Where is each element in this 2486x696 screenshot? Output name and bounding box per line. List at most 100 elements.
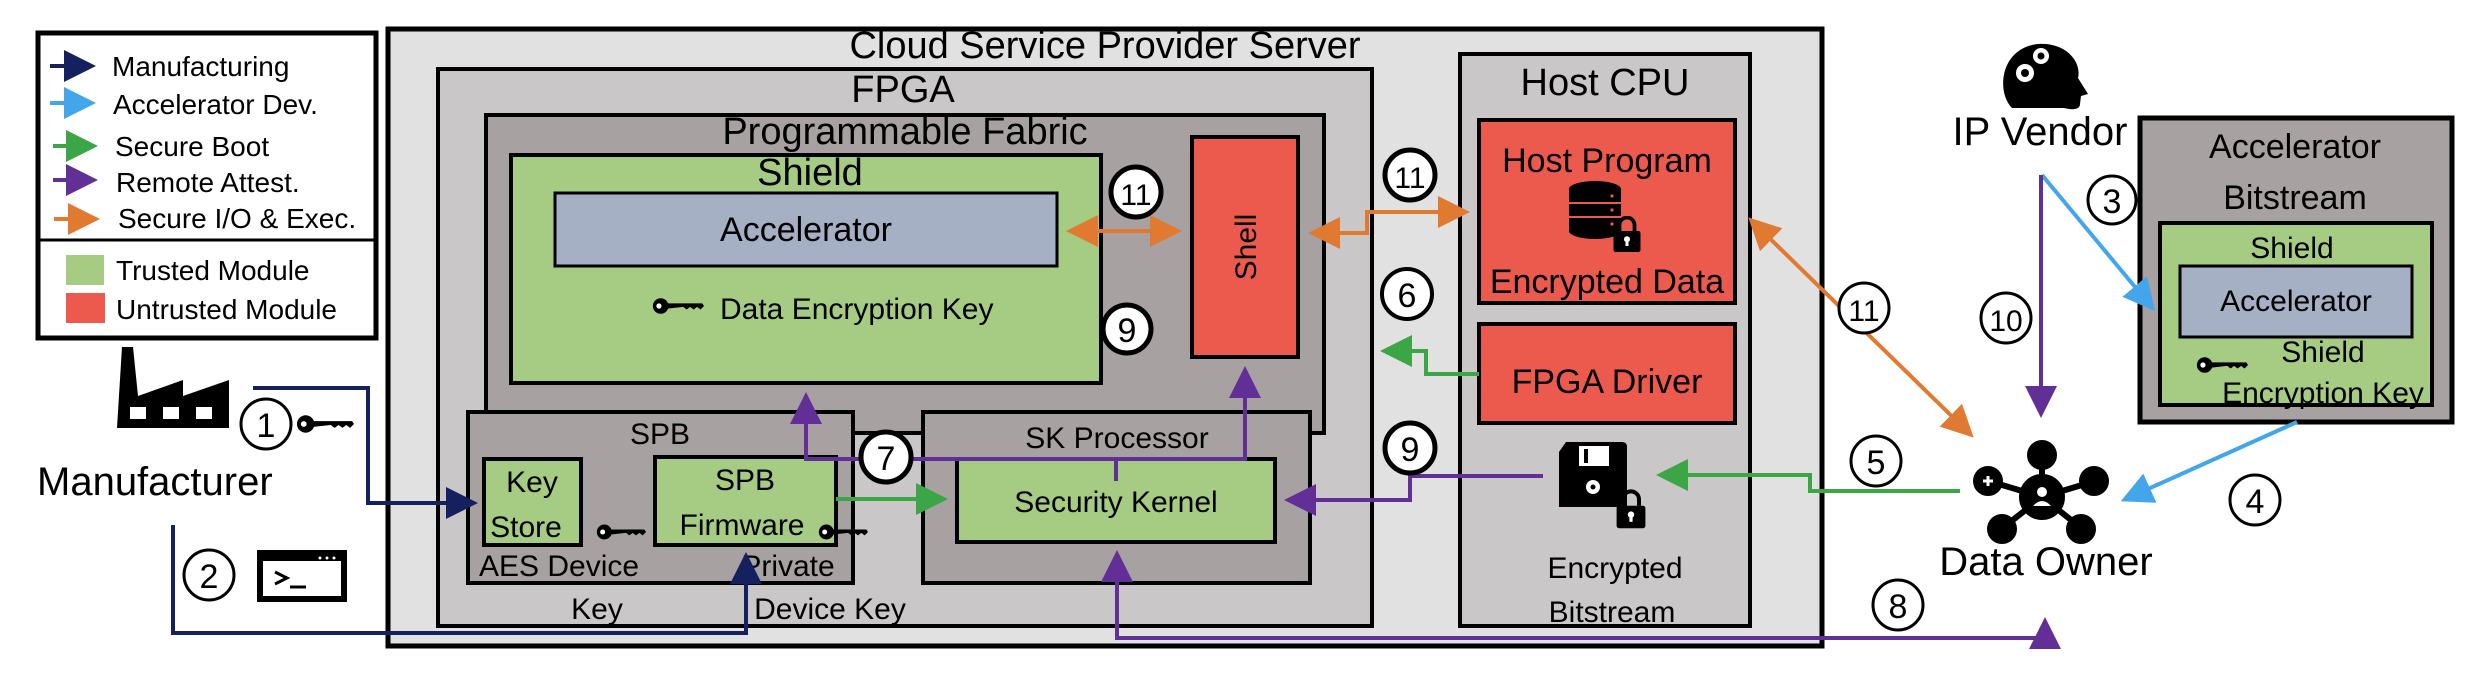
step-number: 9 <box>1118 312 1137 350</box>
step-circle <box>1100 302 1154 356</box>
fpga: FPGA Programmable Fabric Shield Accelera… <box>436 67 1374 628</box>
legend: Manufacturing Accelerator Dev. Secure Bo… <box>35 30 379 341</box>
step-circle <box>2086 174 2138 226</box>
step-11-host: 11 <box>1382 147 1438 203</box>
accelerator-box <box>553 191 1059 268</box>
step-10: 10 <box>1979 291 2033 345</box>
step-7: 7 <box>858 429 914 485</box>
accelerator-bitstream-title: Accelerator <box>2209 128 2381 166</box>
step-9-fabric: 9 <box>1100 302 1154 356</box>
arrow-step-8 <box>1115 600 2061 649</box>
step-circle <box>1108 164 1164 220</box>
arrow-step-2 <box>171 525 762 635</box>
step-circle <box>1837 281 1891 335</box>
accelerator-bitstream-title: Bitstream <box>2223 179 2367 217</box>
step-number: 11 <box>1394 162 1425 195</box>
legend-item-accelerator-dev: Accelerator Dev. <box>50 87 318 120</box>
step-5: 5 <box>1849 434 1903 488</box>
flow-accelerator-dev <box>2040 173 2298 503</box>
shield: Shield Accelerator Data Encryption Key <box>509 152 1103 385</box>
step-number: 9 <box>1401 431 1420 469</box>
security-kernel-label: Security Kernel <box>1014 486 1217 519</box>
step-circle <box>1382 420 1438 476</box>
shield-encryption-key-label: Shield <box>2281 336 2364 369</box>
legend-item-remote-attest: Remote Attest. <box>53 164 300 198</box>
data-encryption-key-label: Data Encryption Key <box>720 293 993 326</box>
step-number: 10 <box>1989 305 2022 338</box>
step-circle <box>858 429 914 485</box>
step-6: 6 <box>1380 267 1434 321</box>
fpga-driver-box <box>1477 322 1737 425</box>
bitstream-accelerator-box <box>2178 264 2414 339</box>
shield-title: Shield <box>757 152 863 194</box>
legend-label: Trusted Module <box>116 255 310 286</box>
step-circle <box>1382 147 1438 203</box>
private-device-key-label: Private <box>741 550 834 583</box>
legend-item-manufacturing: Manufacturing <box>50 50 289 82</box>
spb: SPB Key Store SPB Firmware AES Device Ke… <box>466 410 906 626</box>
legend-item-secure-io: Secure I/O & Exec. <box>54 203 356 235</box>
private-device-key-label: Device Key <box>754 593 906 626</box>
floppy-disk-icon <box>1559 442 1627 507</box>
host-cpu: Host CPU Host Program Encrypted Data FPG… <box>1458 52 1752 629</box>
untrusted-swatch <box>66 293 105 323</box>
sk-processor: SK Processor Security Kernel <box>921 410 1312 585</box>
step-4: 4 <box>2228 473 2282 527</box>
step-circle <box>1979 291 2033 345</box>
arrow-step-11-shell-host <box>1308 196 1470 249</box>
accelerator-label: Accelerator <box>720 211 892 249</box>
accelerator-bitstream: Accelerator Bitstream Shield Accelerator… <box>2137 115 2455 425</box>
arrow-step-6 <box>1380 335 1479 376</box>
step-number: 5 <box>1867 444 1886 482</box>
legend-label: Secure I/O & Exec. <box>118 203 356 234</box>
step-circle <box>2228 473 2282 527</box>
arrow-step-4 <box>2120 420 2298 503</box>
fpga-driver-label: FPGA Driver <box>1512 363 1703 401</box>
key-store-box <box>482 457 583 547</box>
shell: Shell <box>1190 135 1300 359</box>
legend-label: Remote Attest. <box>116 167 300 198</box>
shell-box <box>1190 135 1300 359</box>
fpga-title: FPGA <box>851 69 955 111</box>
step-number: 8 <box>1889 588 1908 626</box>
step-number: 6 <box>1398 277 1417 315</box>
step-1: 1 <box>239 397 354 451</box>
step-number: 7 <box>877 440 896 478</box>
encrypted-data-label: Encrypted Data <box>1490 263 1724 301</box>
legend-label: Secure Boot <box>115 131 269 162</box>
step-number: 1 <box>257 407 276 445</box>
head-gears-icon <box>2003 43 2088 110</box>
step-number: 11 <box>1848 295 1879 328</box>
shield-encryption-key-label: Encryption Key <box>2222 377 2424 410</box>
step-2: 2 <box>182 548 347 602</box>
host-program-label: Host Program <box>1502 142 1712 180</box>
step-circle <box>1380 267 1434 321</box>
arrow-step-9-shell <box>1116 366 1261 461</box>
legend-item-untrusted: Untrusted Module <box>66 293 337 325</box>
step-11-fabric: 11 <box>1108 164 1164 220</box>
bitstream-accelerator-label: Accelerator <box>2220 285 2372 318</box>
manufacturer: Manufacturer <box>37 347 273 504</box>
arrow-step-1 <box>253 386 478 519</box>
arrow-step-9-shield <box>790 392 1118 481</box>
legend-label: Accelerator Dev. <box>113 89 318 120</box>
aes-device-key-label: AES Device <box>479 550 639 583</box>
ip-vendor-label: IP Vendor <box>1953 110 2128 154</box>
terminal-icon <box>257 550 347 602</box>
step-number: 11 <box>1120 179 1151 212</box>
sk-processor-title: SK Processor <box>1025 422 1208 455</box>
host-cpu-title: Host CPU <box>1521 62 1690 104</box>
step-circle <box>1871 578 1925 632</box>
spb-firmware-label: SPB <box>715 464 775 497</box>
csp-title: Cloud Service Provider Server <box>849 25 1360 67</box>
legend-label: Manufacturing <box>112 51 289 82</box>
arrow-step-3 <box>2040 173 2156 312</box>
manufacturer-label: Manufacturer <box>37 460 273 504</box>
step-8: 8 <box>1871 578 1925 632</box>
step-circle <box>182 548 236 602</box>
key-store-label: Store <box>490 511 562 544</box>
data-owner-label: Data Owner <box>1939 540 2152 584</box>
encrypted-bitstream-label: Encrypted <box>1547 552 1682 585</box>
trusted-swatch <box>66 255 104 285</box>
